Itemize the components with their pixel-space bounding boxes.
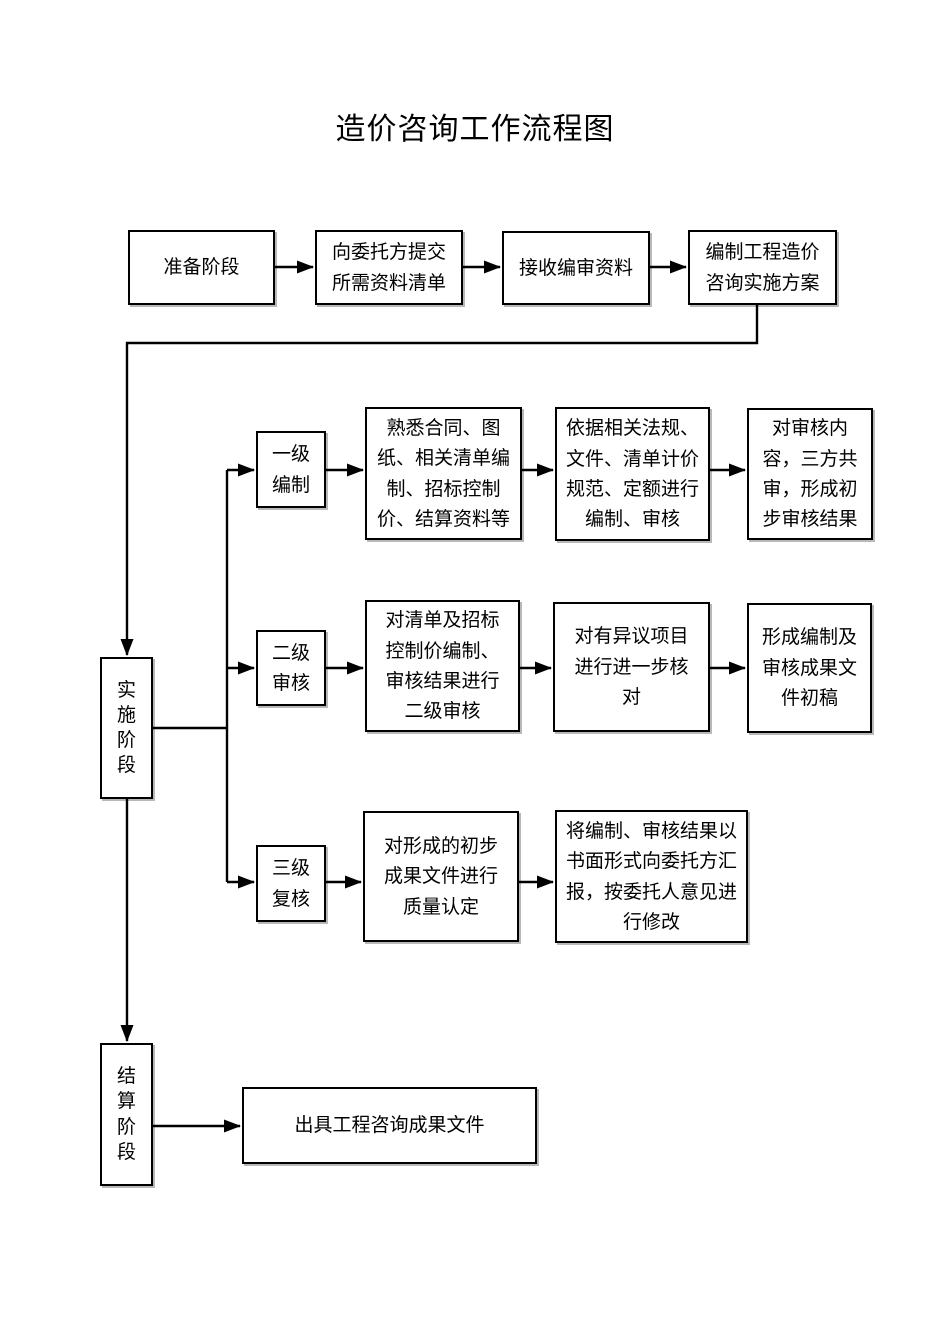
box-label: 接收编审资料 (518, 256, 633, 279)
box-label: 准备阶段 (163, 256, 240, 279)
box-label: 对清单及招标控制价编制、审核结果进行二级审核 (385, 609, 500, 723)
box-quality-confirmation: 对形成的初步成果文件进行质量认定 (363, 811, 519, 942)
page-title: 造价咨询工作流程图 (335, 112, 615, 147)
box-label: 出具工程咨询成果文件 (294, 1114, 485, 1137)
box-second-level-review: 对清单及招标控制价编制、审核结果进行二级审核 (365, 600, 520, 732)
box-label: 二级审核 (271, 641, 310, 694)
box-familiarize-materials: 熟悉合同、图纸、相关清单编制、招标控制价、结算资料等 (365, 407, 522, 540)
box-compile-consulting-plan: 编制工程造价咨询实施方案 (688, 230, 837, 305)
box-label: 三级复核 (271, 857, 310, 910)
box-label: 对形成的初步成果文件进行质量认定 (383, 834, 498, 918)
box-draft-result-documents: 形成编制及审核成果文件初稿 (747, 603, 872, 733)
box-label: 对有异议项目进行进一步核对 (574, 625, 689, 709)
arrow-plan-to-implementation (120, 305, 759, 656)
box-submit-required-materials-list: 向委托方提交所需资料清单 (315, 230, 463, 305)
box-verify-disputed-items: 对有异议项目进行进一步核对 (553, 602, 710, 732)
box-label: 一级编制 (271, 443, 310, 496)
box-level1-compilation: 一级编制 (256, 431, 326, 508)
box-label: 向委托方提交所需资料清单 (331, 241, 446, 294)
box-label: 对审核内容，三方共审，形成初步审核结果 (762, 417, 858, 531)
box-label: 实施阶段 (116, 678, 136, 777)
box-settlement-stage: 结算阶段 (100, 1043, 153, 1186)
box-label: 结算阶段 (116, 1065, 136, 1163)
box-label: 将编制、审核结果以书面形式向委托方汇报，按委托人意见进行修改 (565, 819, 737, 933)
box-label: 形成编制及审核成果文件初稿 (761, 626, 857, 710)
box-level2-review: 二级审核 (256, 630, 326, 706)
box-report-and-revise: 将编制、审核结果以书面形式向委托方汇报，按委托人意见进行修改 (555, 810, 748, 943)
box-issue-consulting-result-documents: 出具工程咨询成果文件 (242, 1087, 537, 1164)
box-receive-review-materials: 接收编审资料 (502, 231, 650, 305)
box-label: 熟悉合同、图纸、相关清单编制、招标控制价、结算资料等 (376, 416, 510, 530)
box-three-party-review: 对审核内容，三方共审，形成初步审核结果 (747, 408, 873, 540)
box-compile-per-regulations: 依据相关法规、文件、清单计价规范、定额进行编制、审核 (555, 407, 710, 541)
box-label: 编制工程造价咨询实施方案 (705, 241, 820, 294)
box-level3-recheck: 三级复核 (256, 845, 326, 922)
box-implementation-stage: 实施阶段 (100, 657, 153, 799)
box-preparation-stage: 准备阶段 (128, 230, 275, 305)
box-label: 依据相关法规、文件、清单计价规范、定额进行编制、审核 (565, 417, 699, 531)
